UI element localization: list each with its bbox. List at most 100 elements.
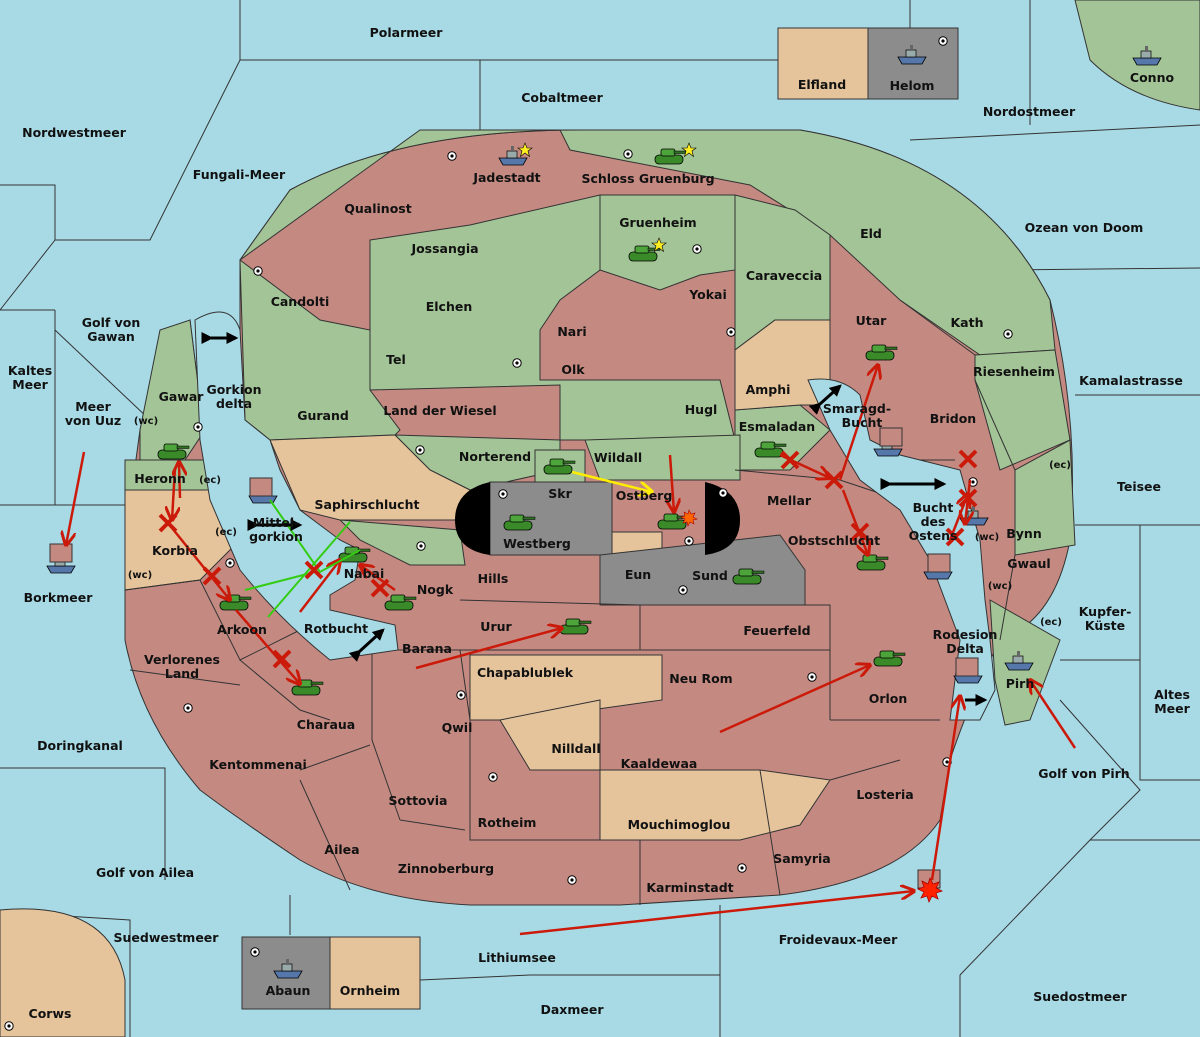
label-golf-gawan-2: Gawan xyxy=(87,329,135,344)
label-verlorenes-2: Land xyxy=(165,666,199,681)
label-kaltes-1: Kaltes xyxy=(8,363,52,378)
label-chapablublek: Chapablublek xyxy=(477,665,574,680)
label-ec-gwaul: (ec) xyxy=(1040,617,1062,628)
red-borders xyxy=(124,235,1016,905)
label-polarmeer: Polarmeer xyxy=(370,25,444,40)
label-hugl: Hugl xyxy=(685,402,718,417)
label-fungali: Fungali-Meer xyxy=(193,167,286,182)
label-mouchimoglou: Mouchimoglou xyxy=(628,817,731,832)
label-feuerfeld: Feuerfeld xyxy=(743,623,810,638)
inset-boxes xyxy=(241,27,959,1010)
label-bucht-3: Ostens xyxy=(909,528,958,543)
label-neu-rom: Neu Rom xyxy=(669,671,732,686)
label-wc-korbia: (wc) xyxy=(128,570,152,581)
label-lithiumsee: Lithiumsee xyxy=(478,950,556,965)
label-ozean: Ozean von Doom xyxy=(1025,220,1144,235)
label-kaltes-2: Meer xyxy=(12,377,48,392)
label-land-wiesel: Land der Wiesel xyxy=(383,403,496,418)
label-qualinost: Qualinost xyxy=(344,201,411,216)
label-elfland: Elfland xyxy=(798,77,846,92)
label-gwaul: Gwaul xyxy=(1007,556,1050,571)
label-suedwestmeer: Suedwestmeer xyxy=(114,930,220,945)
label-gorkion-1: Gorkion xyxy=(206,382,261,397)
label-smaragd-2: Bucht xyxy=(842,415,883,430)
label-pirh: Pirh xyxy=(1006,676,1035,691)
label-ec-bynn: (ec) xyxy=(1049,460,1071,471)
label-bucht-2: des xyxy=(921,514,946,529)
label-rotbucht: Rotbucht xyxy=(304,621,368,636)
label-nilldall: Nilldall xyxy=(551,741,600,756)
label-olk: Olk xyxy=(561,362,585,377)
label-samyria: Samyria xyxy=(773,851,831,866)
label-orlon: Orlon xyxy=(869,691,908,706)
label-ec-korbia: (ec) xyxy=(215,527,237,538)
red-orders xyxy=(66,365,1077,936)
label-altes-1: Altes xyxy=(1154,687,1190,702)
label-qwil: Qwil xyxy=(442,720,473,735)
label-meer-uuz-1: Meer xyxy=(75,399,111,414)
label-esmaladan: Esmaladan xyxy=(739,419,815,434)
label-tel: Tel xyxy=(386,352,406,367)
label-meer-uuz-2: von Uuz xyxy=(65,413,121,428)
label-korbia: Korbia xyxy=(152,543,198,558)
label-rotheim: Rotheim xyxy=(478,815,537,830)
label-gruenheim: Gruenheim xyxy=(619,215,696,230)
label-candolti: Candolti xyxy=(271,294,330,309)
label-froidevaux: Froidevaux-Meer xyxy=(779,932,898,947)
label-wc-gawar: (wc) xyxy=(134,416,158,427)
label-zinnoberburg: Zinnoberburg xyxy=(398,861,494,876)
label-sund: Sund xyxy=(692,568,728,583)
label-nordostmeer: Nordostmeer xyxy=(983,104,1076,119)
label-urur: Urur xyxy=(480,619,512,634)
label-ornheim: Ornheim xyxy=(340,983,400,998)
label-rodesion-1: Rodesion xyxy=(933,627,998,642)
label-kaaldewaa: Kaaldewaa xyxy=(621,756,698,771)
label-kamalastrasse: Kamalastrasse xyxy=(1079,373,1183,388)
label-westberg: Westberg xyxy=(503,536,571,551)
label-charaua: Charaua xyxy=(297,717,355,732)
label-nogk: Nogk xyxy=(417,582,454,597)
label-cobaltmeer: Cobaltmeer xyxy=(521,90,603,105)
label-wc-bynn: (wc) xyxy=(975,532,999,543)
label-gawar: Gawar xyxy=(159,389,205,404)
label-altes-2: Meer xyxy=(1154,701,1190,716)
label-bridon: Bridon xyxy=(930,411,976,426)
label-golf-pirh: Golf von Pirh xyxy=(1038,766,1129,781)
label-schloss: Schloss Gruenburg xyxy=(581,171,714,186)
tan-territories xyxy=(0,319,831,1037)
label-heronn: Heronn xyxy=(134,471,186,486)
label-abaun: Abaun xyxy=(266,983,311,998)
label-conno: Conno xyxy=(1130,70,1175,85)
label-amphi: Amphi xyxy=(746,382,791,397)
label-eun: Eun xyxy=(625,567,651,582)
label-riesenheim: Riesenheim xyxy=(973,364,1055,379)
label-rodesion-2: Delta xyxy=(946,641,984,656)
label-verlorenes-1: Verlorenes xyxy=(144,652,220,667)
label-wc-gwaul: (wc) xyxy=(988,581,1012,592)
label-sottovia: Sottovia xyxy=(389,793,448,808)
label-losteria: Losteria xyxy=(856,787,913,802)
label-nordwestmeer: Nordwestmeer xyxy=(22,125,127,140)
label-gorkion-2: delta xyxy=(216,396,252,411)
label-skr: Skr xyxy=(548,486,572,501)
label-elchen: Elchen xyxy=(426,299,473,314)
label-corws: Corws xyxy=(29,1006,72,1021)
label-obstschlucht: Obstschlucht xyxy=(788,533,880,548)
label-helom: Helom xyxy=(890,78,935,93)
impassable-region xyxy=(455,482,740,555)
label-doringkanal: Doringkanal xyxy=(37,738,123,753)
label-saphirschlucht: Saphirschlucht xyxy=(315,497,420,512)
label-mittel-1: Mittel- xyxy=(253,515,300,530)
label-daxmeer: Daxmeer xyxy=(540,1002,604,1017)
label-golf-ailea: Golf von Ailea xyxy=(96,865,194,880)
label-bynn: Bynn xyxy=(1006,526,1041,541)
label-caraveccia: Caraveccia xyxy=(746,268,822,283)
label-teisee: Teisee xyxy=(1117,479,1161,494)
label-ailea: Ailea xyxy=(324,842,359,857)
label-smaragd-1: Smaragd- xyxy=(823,401,891,416)
territory-labels: Polarmeer Cobaltmeer Nordwestmeer Fungal… xyxy=(8,25,1191,1021)
dislodged-bursts xyxy=(680,509,944,904)
label-yokai: Yokai xyxy=(688,287,727,302)
label-kentommenai: Kentommenai xyxy=(209,757,307,772)
